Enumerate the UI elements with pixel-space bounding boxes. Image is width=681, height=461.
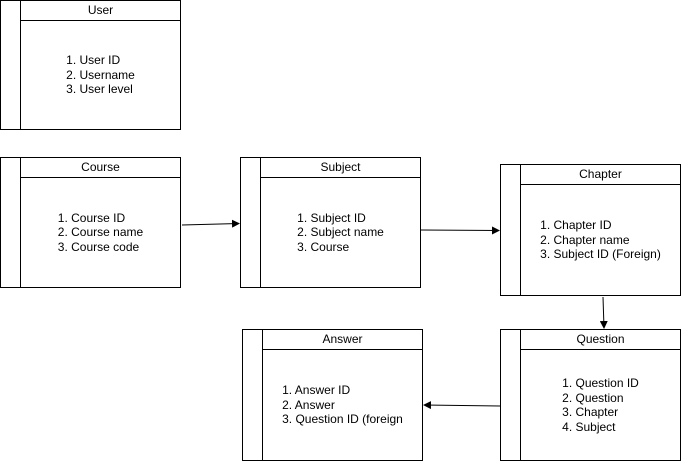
field-list: 1. Subject ID 2. Subject name 3. Course	[297, 211, 384, 255]
entity-fields: 1. Answer ID 2. Answer 3. Question ID (f…	[263, 350, 422, 460]
field-item: 4. Subject	[562, 419, 616, 434]
entity-stripe	[520, 165, 521, 295]
entity-fields: 1. User ID 2. Username 3. User level	[21, 21, 180, 129]
field-item: 2. Chapter name	[540, 232, 630, 247]
field-list: 1. Chapter ID 2. Chapter name 3. Subject…	[540, 218, 661, 262]
field-item: 2. Question	[562, 390, 624, 405]
entity-fields: 1. Subject ID 2. Subject name 3. Course	[261, 178, 420, 287]
field-item: 1. Subject ID	[297, 210, 366, 225]
entity-title: User	[21, 1, 180, 21]
entity-title: Question	[521, 330, 680, 350]
relation-arrow-question-answer	[423, 401, 501, 410]
entity-fields: 1. Question ID 2. Question 3. Chapter 4.…	[521, 350, 680, 460]
field-item: 2. Answer	[282, 397, 335, 412]
field-item: 1. User ID	[66, 53, 121, 68]
entity-stripe	[520, 330, 521, 460]
field-item: 1. Chapter ID	[540, 218, 612, 233]
entity-question[interactable]: Question 1. Question ID 2. Question 3. C…	[500, 329, 681, 461]
entity-fields: 1. Chapter ID 2. Chapter name 3. Subject…	[521, 185, 680, 295]
field-item: 1. Course ID	[57, 210, 126, 225]
field-item: 3. Course code	[57, 239, 140, 254]
field-list: 1. Question ID 2. Question 3. Chapter 4.…	[562, 376, 639, 434]
entity-fields: 1. Course ID 2. Course name 3. Course co…	[21, 178, 180, 287]
entity-title: Subject	[261, 158, 420, 178]
field-item: 3. Course	[297, 239, 350, 254]
field-item: 3. Subject ID (Foreign)	[540, 247, 661, 262]
field-item: 1. Answer ID	[282, 383, 351, 398]
field-list: 1. Answer ID 2. Answer 3. Question ID (f…	[282, 383, 403, 427]
field-item: 3. Chapter	[562, 405, 619, 419]
field-item: 2. Course name	[57, 225, 144, 240]
field-list: 1. User ID 2. Username 3. User level	[66, 53, 135, 97]
entity-chapter[interactable]: Chapter 1. Chapter ID 2. Chapter name 3.…	[500, 164, 681, 296]
relation-arrow-chapter-question	[599, 296, 608, 329]
field-list: 1. Course ID 2. Course name 3. Course co…	[58, 211, 143, 255]
entity-title: Course	[21, 158, 180, 178]
entity-subject[interactable]: Subject 1. Subject ID 2. Subject name 3.…	[240, 157, 421, 288]
field-item: 3. Question ID (foreign	[282, 412, 403, 427]
entity-user[interactable]: User 1. User ID 2. Username 3. User leve…	[0, 0, 181, 130]
relation-arrow-course-subject	[181, 219, 240, 228]
entity-stripe	[262, 330, 263, 460]
field-item: 2. Subject name	[297, 225, 384, 240]
entity-title: Chapter	[521, 165, 680, 185]
entity-stripe	[20, 1, 21, 129]
relation-arrow-subject-chapter	[420, 226, 500, 235]
entity-title: Answer	[263, 330, 422, 350]
field-item: 2. Username	[66, 67, 135, 82]
entity-stripe	[260, 158, 261, 287]
field-item: 3. User level	[66, 82, 133, 97]
field-item: 1. Question ID	[562, 376, 639, 390]
entity-stripe	[20, 158, 21, 287]
entity-course[interactable]: Course 1. Course ID 2. Course name 3. Co…	[0, 157, 181, 288]
